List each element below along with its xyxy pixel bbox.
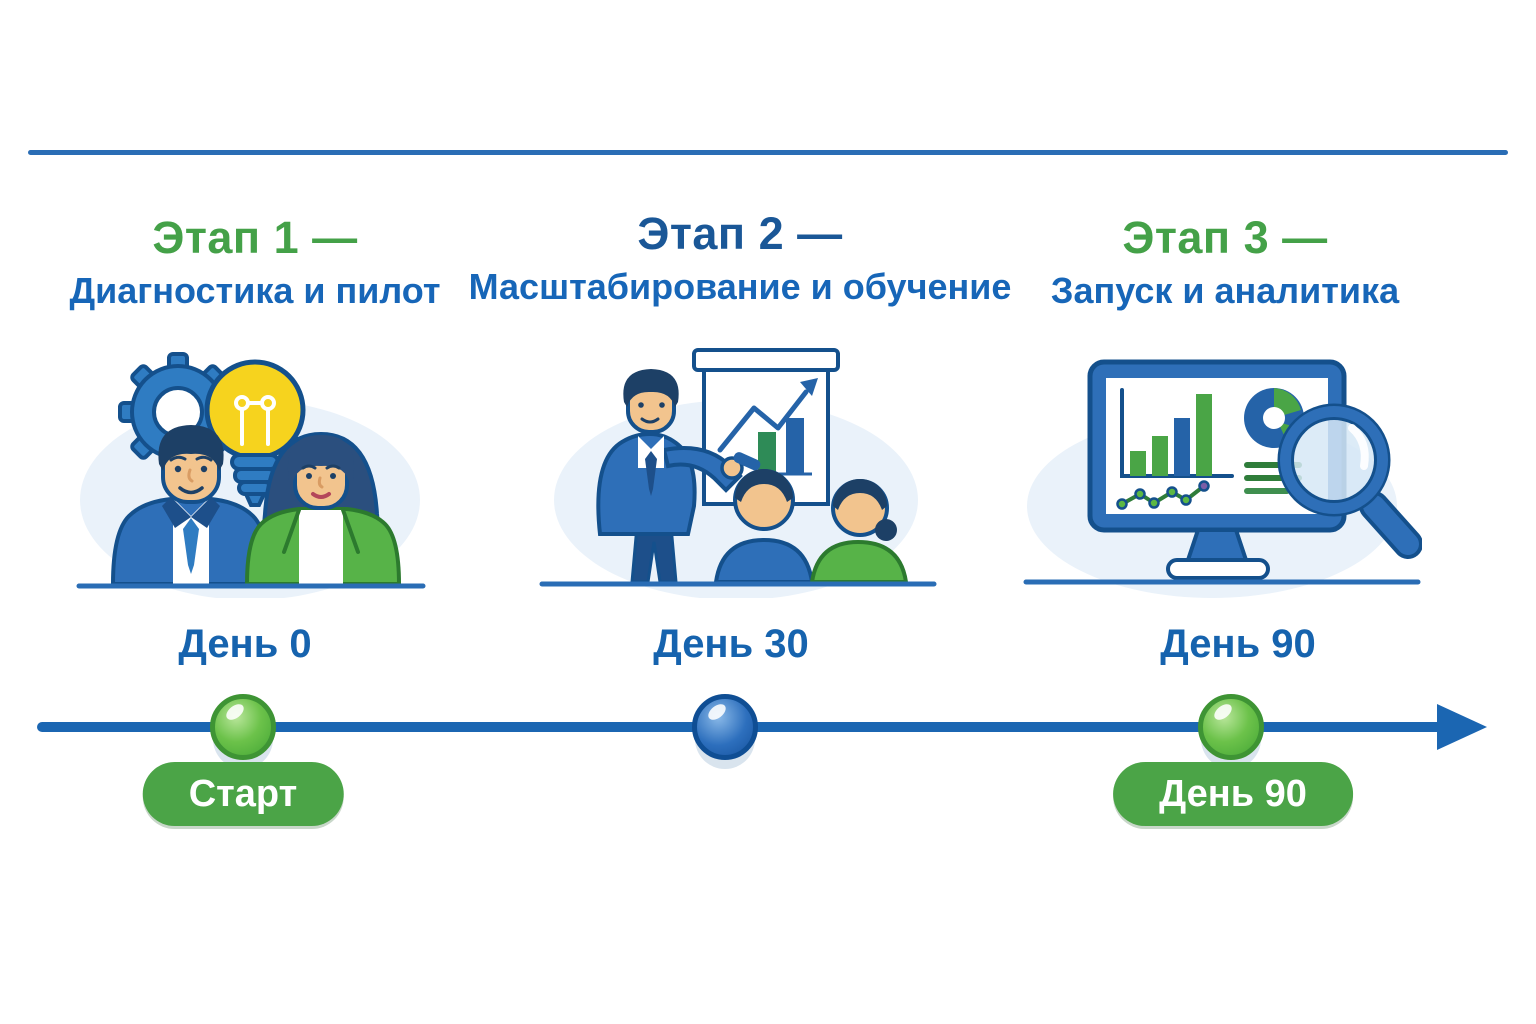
stage-3-title: Этап 3 — — [1122, 212, 1328, 263]
timeline-marker-day0 — [210, 694, 276, 760]
stage-1-column: Этап 1 — Диагностика и пилот — [30, 212, 480, 315]
stage-3-subtitle: Запуск и аналитика — [1050, 269, 1400, 311]
audience-figures — [713, 469, 909, 584]
timeline-arrow-icon — [1437, 704, 1487, 750]
bar-chart-icon — [1120, 388, 1234, 478]
top-divider — [28, 150, 1508, 155]
flipchart-chart — [692, 348, 840, 506]
stage-3-column: Этап 3 — Запуск и аналитика — [1000, 212, 1450, 315]
man-figure — [110, 425, 272, 586]
timeline-marker-day90 — [1198, 694, 1264, 760]
stage-1-illustration — [75, 348, 435, 603]
stage-2-column: Этап 2 — Масштабирование и обучение — [468, 208, 1012, 311]
magnifier-icon — [1277, 403, 1423, 559]
day90-pill: День 90 — [1113, 762, 1353, 826]
stage-2-subtitle: Масштабирование и обучение — [468, 265, 1012, 307]
stage-1-title: Этап 1 — — [152, 212, 358, 263]
line-chart-icon — [1116, 480, 1210, 510]
stage-1-day-label: День 0 — [178, 622, 312, 666]
presenter-figure — [596, 369, 761, 584]
start-pill: Старт — [142, 762, 344, 826]
timeline-marker-day30 — [692, 694, 758, 760]
stage-3-illustration — [1022, 348, 1423, 603]
woman-figure — [244, 431, 402, 586]
stage-2-day-label: День 30 — [653, 622, 809, 666]
stage-3-day-label: День 90 — [1160, 622, 1316, 666]
stage-2-title: Этап 2 — — [637, 208, 843, 259]
stage-1-subtitle: Диагностика и пилот — [69, 269, 441, 311]
lightbulb-icon — [204, 359, 306, 507]
stage-2-illustration — [538, 338, 938, 603]
